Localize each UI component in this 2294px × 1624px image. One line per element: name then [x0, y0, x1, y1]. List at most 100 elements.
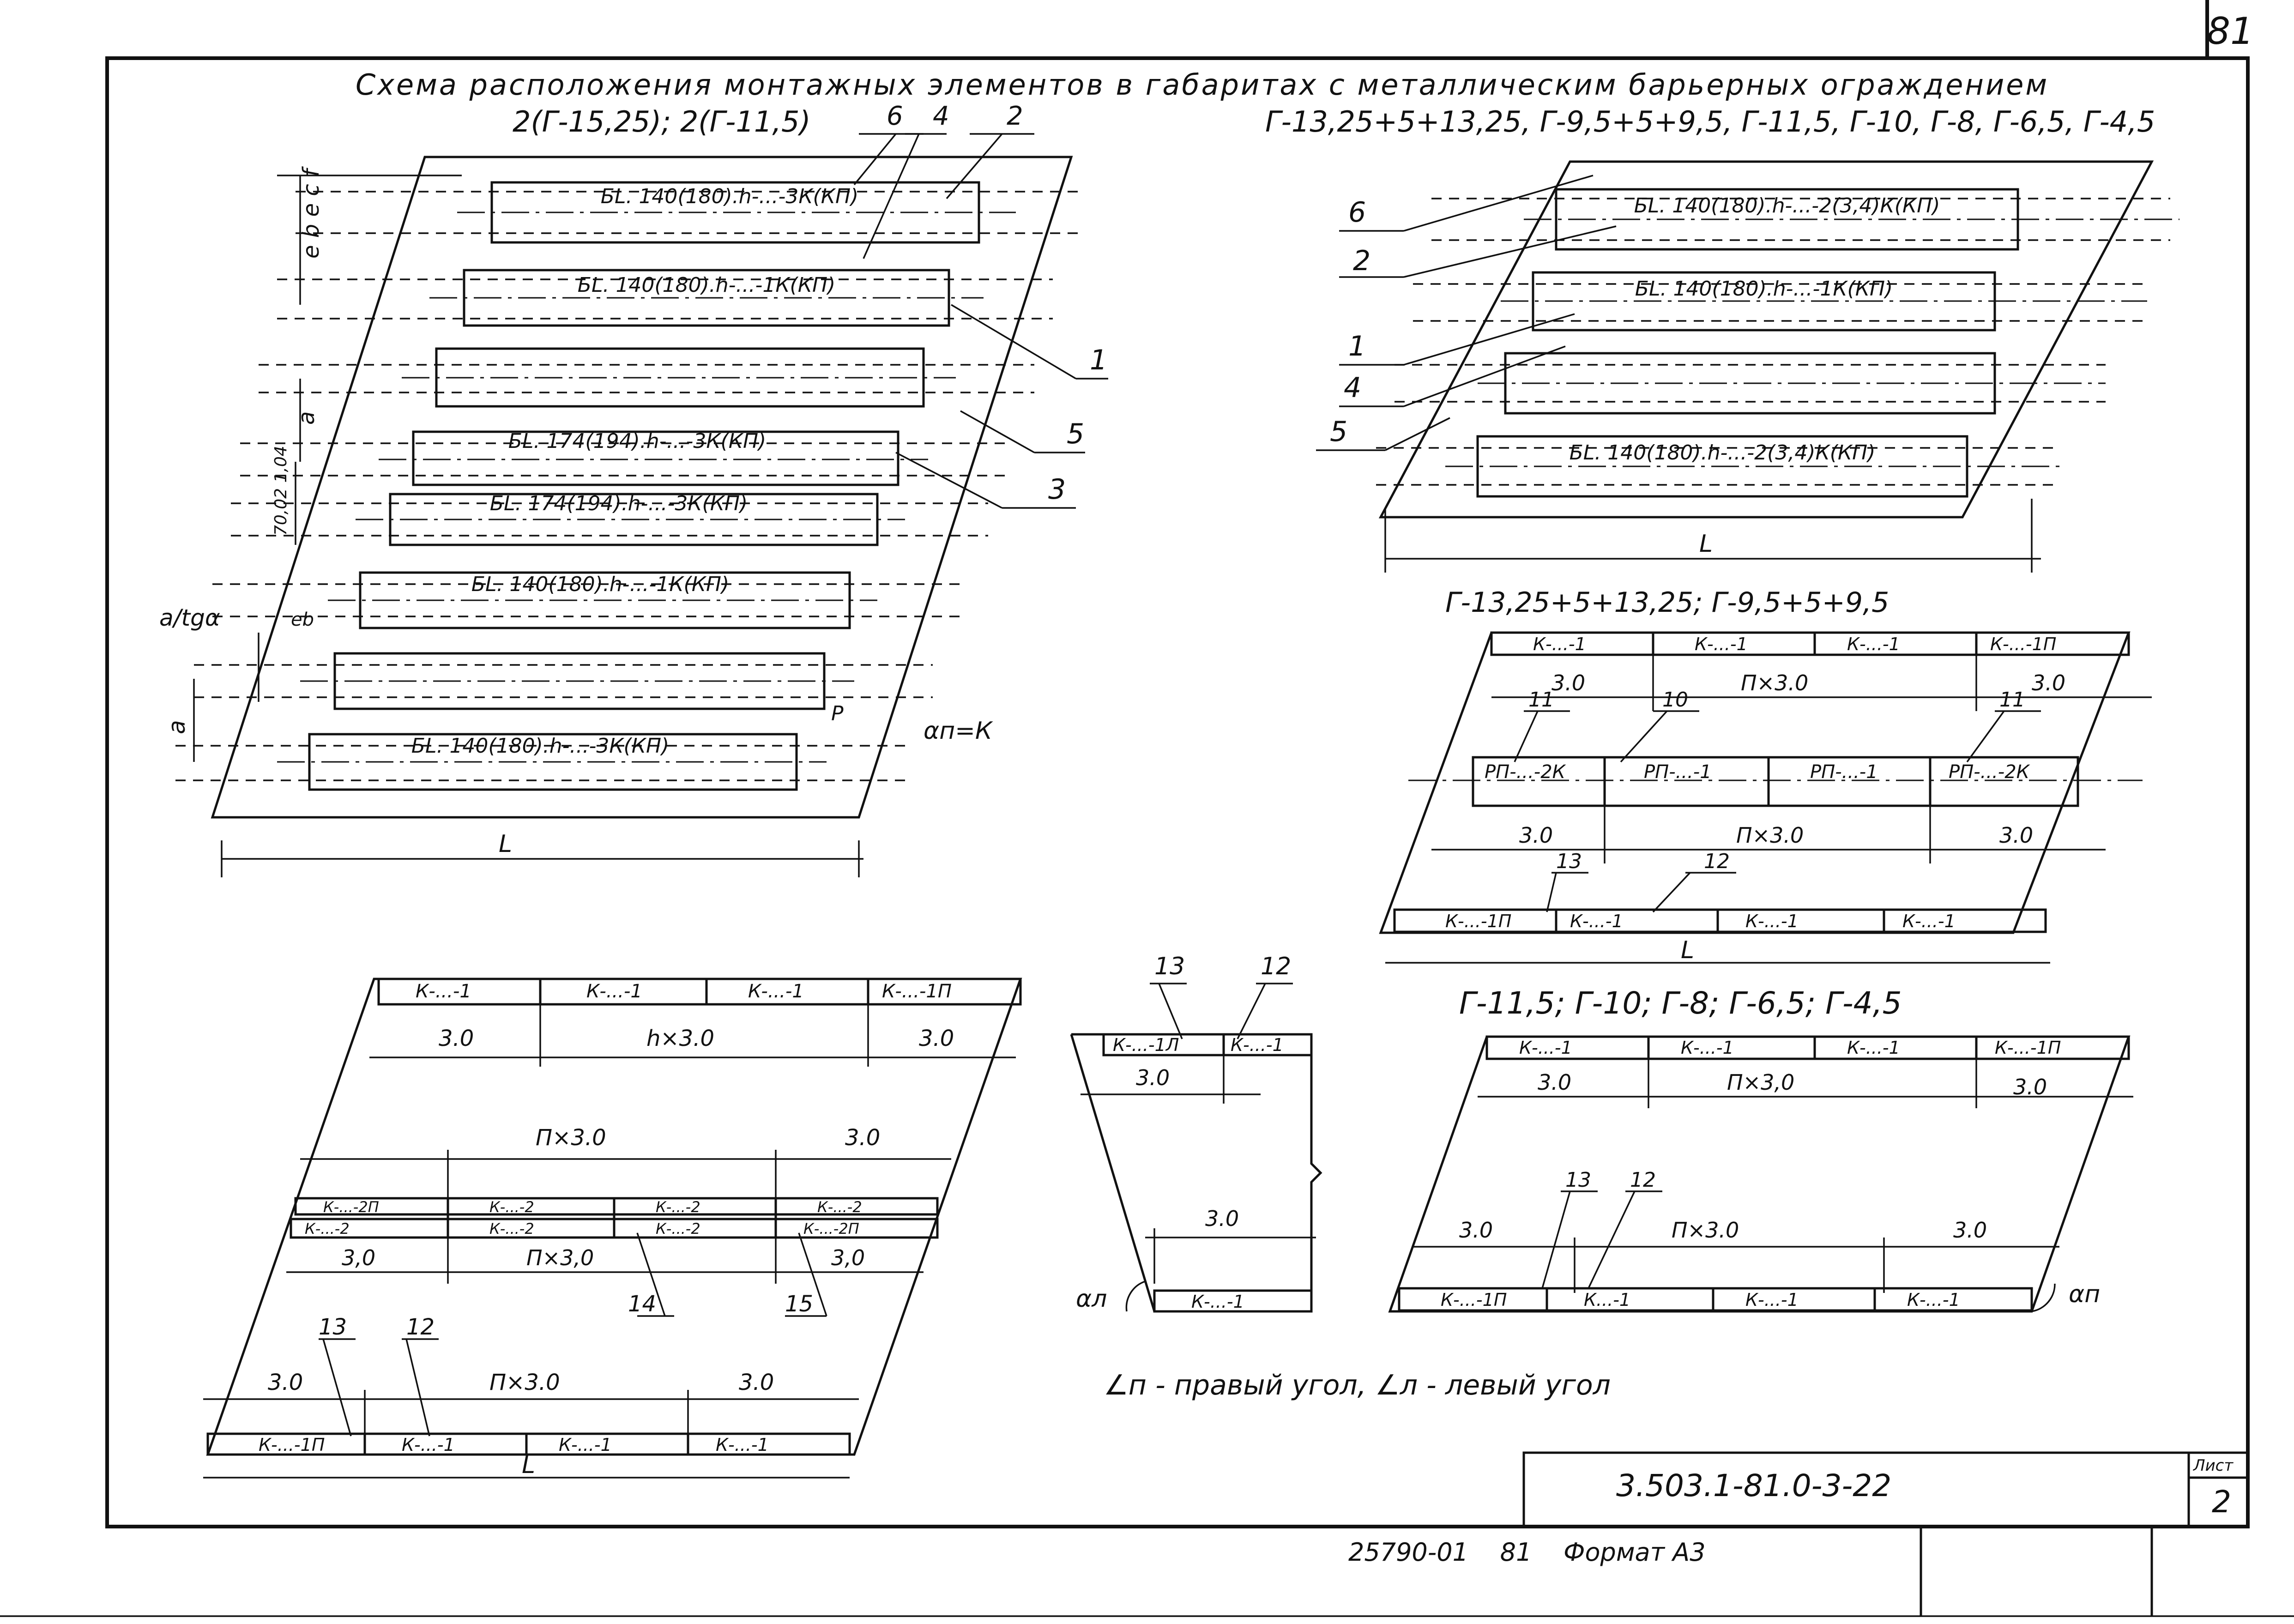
plan-right-callout: 1: [1348, 330, 1366, 362]
plan-left-beam-label: БL. 140(180).h-...-1К(КП): [578, 273, 835, 297]
section-c-bot-callout: 13: [319, 1314, 347, 1340]
section-d-bot-label: К-...-1: [1191, 1292, 1244, 1312]
plan-left-outline: [211, 156, 1073, 819]
section-c-callout: 15: [785, 1291, 813, 1317]
section-b-top-label: К-...-1: [1847, 1038, 1900, 1058]
section-b-angle: αп: [2069, 1280, 2100, 1308]
section-b-top-label: К-...-1: [1519, 1038, 1572, 1058]
plan-left-dim: e b e c f: [298, 166, 324, 259]
plan-left-beam-label: БL. 174(194).h-...-3К(КП): [508, 429, 766, 453]
plan-left-callout: 5: [1067, 418, 1084, 450]
section-c-top-label: К-...-1: [586, 981, 642, 1002]
section-c-bot-label: К-...-1: [402, 1435, 455, 1455]
section-d-bot-dim: 3.0: [1205, 1206, 1239, 1231]
section-a-top-label: К-...-1П: [1990, 634, 2056, 654]
plan-left-dim: P: [831, 702, 844, 725]
plan-left-beam-label: БL. 140(180).h-...-3К(КП): [601, 185, 858, 208]
plan-right-beam-label: БL. 140(180).h-...-2(3,4)К(КП): [1570, 441, 1876, 465]
section-a-bot-label: К-...-1П: [1445, 911, 1511, 931]
section-a-top-label: К-...-1: [1847, 634, 1900, 654]
section-a-bot-label: К-...-1: [1570, 911, 1623, 931]
section-c-callout: 14: [628, 1291, 656, 1317]
section-d-top-label: К-...-1: [1231, 1035, 1284, 1055]
section-b-top-label: К-...-1: [1681, 1038, 1734, 1058]
plan-right-callout: 6: [1348, 196, 1366, 229]
section-d-angle: αл: [1076, 1285, 1107, 1313]
section-b-bot-label: К-...-1: [1907, 1290, 1960, 1310]
subtitle-left: 2(Г-15,25); 2(Г-11,5): [513, 105, 811, 139]
section-c-bot-dim: 3.0: [739, 1370, 774, 1395]
plan-right-length: L: [1699, 530, 1713, 558]
section-b-top-dim: П×3,0: [1727, 1070, 1794, 1095]
section-c-top-dim: h×3.0: [646, 1026, 714, 1051]
section-b-top-label: К-...-1П: [1995, 1038, 2061, 1058]
stamp-code: 3.503.1-81.0-3-22: [1616, 1468, 1891, 1503]
plan-left: БL. 140(180).h-...-3К(КП) БL. 140(180).h…: [159, 101, 1108, 877]
page-number: 81: [2207, 10, 2254, 53]
plan-left-beam-label: БL. 174(194).h-...-3К(КП): [490, 492, 748, 515]
plan-left-dim: a: [163, 720, 190, 734]
stamp-sheet-number: 2: [2212, 1484, 2231, 1520]
plan-left-callout: 6: [887, 101, 903, 131]
section-d-top-dim: 3.0: [1136, 1065, 1170, 1090]
section-c-row2-label: К-...-2: [656, 1220, 700, 1238]
plan-left-callout: 4: [933, 101, 949, 131]
section-a-top-dim: 3.0: [2032, 670, 2065, 695]
section-d-callout: 13: [1154, 953, 1185, 980]
section-c-mid-dim: П×3,0: [526, 1245, 594, 1270]
section-b-callout: 12: [1630, 1168, 1656, 1192]
bottom-note: 25790-01 81 Формат А3: [1348, 1538, 1706, 1567]
plan-right: БL. 140(180).h-...-2(3,4)К(КП) БL. 140(1…: [1316, 160, 2179, 573]
section-a-mid-callout: 10: [1662, 688, 1688, 712]
section-a-length: L: [1681, 936, 1694, 964]
section-b-bot-dim: 3.0: [1459, 1218, 1493, 1243]
section-c-row2-label: К-...-2П: [803, 1220, 859, 1238]
section-c-top-label: К-...-1: [748, 981, 804, 1002]
section-c-top-dim: 3.0: [919, 1026, 954, 1051]
section-c-top-label: К-...-1П: [882, 981, 952, 1002]
section-c: К-...-1 К-...-1 К-...-1 К-...-1П 3.0 h×3…: [203, 978, 1022, 1479]
plan-left-dim: a/tgα: [159, 604, 220, 631]
section-a-bot-callout: 12: [1704, 850, 1730, 873]
section-c-row2-label: К-...-2: [305, 1220, 350, 1238]
plan-left-callout: 3: [1048, 473, 1066, 506]
section-c-row1-label: К-...-2П: [323, 1198, 379, 1216]
plan-right-callout: 2: [1353, 245, 1370, 277]
section-b-bot-label: К-...-1: [1745, 1290, 1799, 1310]
section-c-bot-callout: 12: [406, 1314, 435, 1340]
section-a-top-label: К-...-1: [1533, 634, 1586, 654]
angle-legend: ∠п - правый угол, ∠л - левый угол: [1104, 1369, 1611, 1401]
section-a-mid-label: РП-...-2К: [1949, 761, 2030, 783]
section-c-row2-label: К-...-2: [489, 1220, 534, 1238]
section-a-mid-label: РП-...-2К: [1485, 761, 1566, 783]
section-c-bot-label: К-...-1П: [259, 1435, 325, 1455]
plan-right-callout: 5: [1330, 416, 1347, 448]
section-c-length: L: [522, 1451, 535, 1479]
section-a-bot-label: К-...-1: [1902, 911, 1956, 931]
section-c-row1-label: К-...-2: [489, 1198, 534, 1216]
section-c-row1-label: К-...-2: [656, 1198, 700, 1216]
plan-right-callout: 4: [1344, 372, 1361, 404]
section-c-mid-dim: П×3.0: [536, 1125, 606, 1151]
plan-left-beam-label: БL. 140(180).h-...-1К(КП): [471, 573, 729, 596]
section-a-top-dim: П×3.0: [1741, 670, 1808, 695]
section-c-mid-dim: 3.0: [845, 1125, 880, 1151]
section-a-mid-label: РП-...-1: [1810, 761, 1878, 783]
section-a-mid-callout: 11: [1528, 688, 1554, 712]
section-c-bot-dim: 3.0: [268, 1370, 303, 1395]
section-b-top-dim: 3.0: [2013, 1075, 2047, 1099]
section-a-title: Г-13,25+5+13,25; Г-9,5+5+9,5: [1445, 586, 1889, 619]
section-a-bot-callout: 13: [1556, 850, 1582, 873]
section-c-mid-dim: 3,0: [831, 1245, 865, 1270]
section-b-bot-label: К...-1: [1584, 1290, 1630, 1310]
sheet-title: Схема расположения монтажных элементов в…: [356, 68, 2049, 102]
section-c-bot-dim: П×3.0: [489, 1370, 560, 1395]
section-b: Г-11,5; Г-10; Г-8; Г-6,5; Г-4,5 К-...-1 …: [1388, 985, 2133, 1313]
plan-right-beam-label: БL. 140(180).h-...-1К(КП): [1635, 277, 1893, 301]
section-a-top-label: К-...-1: [1695, 634, 1748, 654]
plan-left-dim: a: [294, 411, 320, 425]
plan-right-outline: [1378, 160, 2154, 519]
section-a-mid-dim: П×3.0: [1736, 823, 1804, 848]
